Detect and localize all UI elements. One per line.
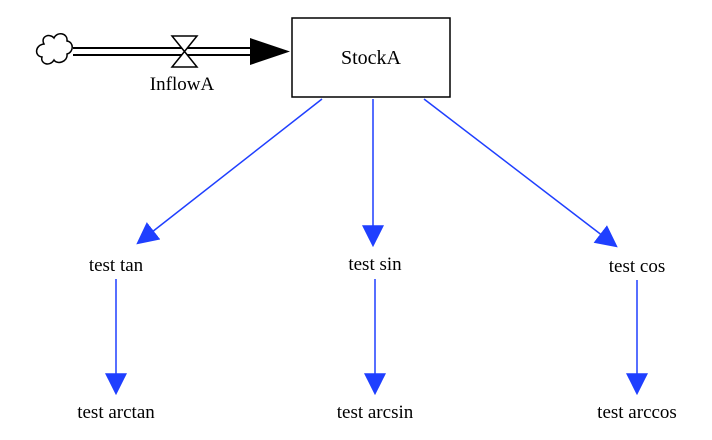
- cloud-icon: [35, 33, 73, 65]
- stock-box[interactable]: StockA: [291, 17, 451, 98]
- flow-arrowhead: [250, 38, 290, 65]
- inflow-label: InflowA: [150, 74, 215, 95]
- inflow-pipe[interactable]: [73, 38, 290, 65]
- variable-test-arcsin[interactable]: test arcsin: [337, 402, 414, 423]
- variable-test-cos[interactable]: test cos: [609, 256, 665, 277]
- variable-test-arccos[interactable]: test arccos: [597, 402, 677, 423]
- link-stock-to-cos[interactable]: [423, 98, 618, 248]
- link-stock-to-tan[interactable]: [136, 98, 323, 245]
- stock-label: StockA: [341, 47, 402, 69]
- variable-test-tan[interactable]: test tan: [89, 255, 144, 276]
- valve-icon[interactable]: [170, 35, 199, 68]
- variable-test-sin[interactable]: test sin: [348, 254, 402, 275]
- variable-test-arctan[interactable]: test arctan: [77, 402, 155, 423]
